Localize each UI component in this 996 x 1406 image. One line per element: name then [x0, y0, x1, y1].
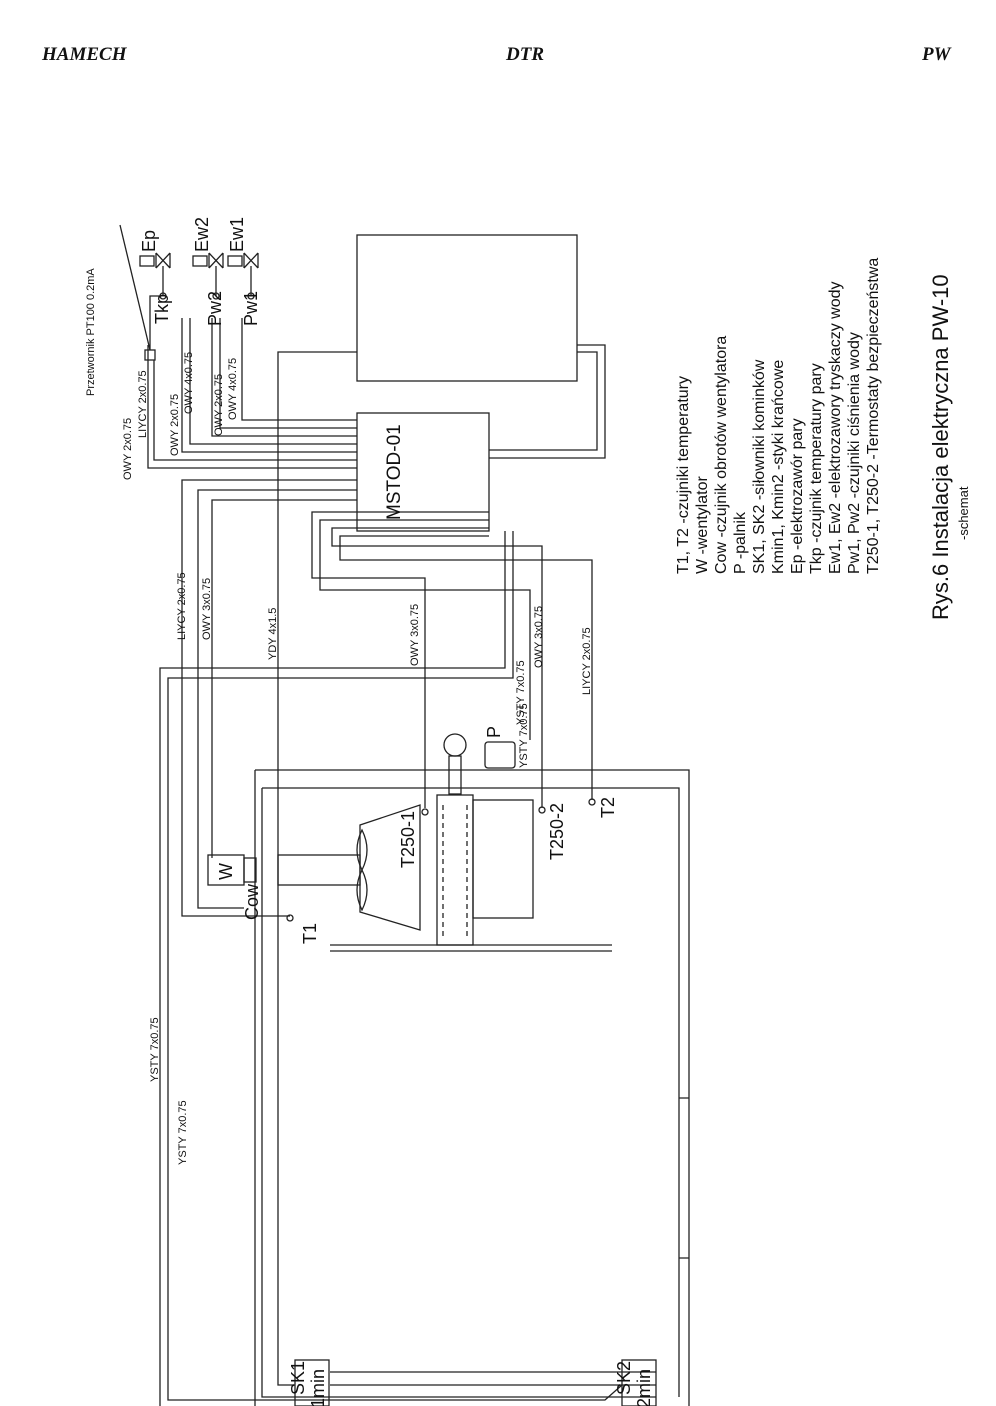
legend-item: T250-1, T250-2 -Termostaty bezpieczeństw… [865, 258, 882, 574]
top-unit-box [356, 234, 578, 382]
sk1-label: SK1 [288, 1361, 308, 1395]
header-center: DTR [506, 44, 544, 65]
transducer-lead [119, 224, 151, 351]
t250-1-label: T250-1 [398, 811, 418, 868]
controller-box [356, 412, 490, 532]
sk1-actuator [294, 1359, 330, 1406]
t250-2-probe [538, 806, 546, 814]
legend-item: W -wentylator [694, 476, 711, 574]
cable-t1 [181, 479, 357, 917]
cable-t250-1 [311, 511, 489, 808]
cable-fan [211, 499, 357, 858]
header-left: HAMECH [42, 44, 127, 65]
cable-label: LIYCY 2x0.75 [176, 572, 188, 640]
ep-label: Ep [139, 230, 159, 252]
tkp-sensor [159, 292, 167, 300]
fan-coupling [243, 857, 257, 883]
burner-module [484, 741, 516, 769]
ep-coil [139, 255, 155, 267]
figure-caption: Rys.6 Instalacja elektryczna PW-10 [928, 274, 953, 620]
cable-label: YSTY 7x0.75 [149, 1017, 161, 1082]
cable-label: YDY 4x1.5 [267, 608, 279, 660]
legend-item: Pw1, Pw2 -czujniki ciśnienia wody [846, 332, 863, 574]
fan-motor [277, 854, 361, 886]
pw1-sensor [247, 292, 255, 300]
chamber-inner [261, 787, 680, 1398]
burner-tube-dashed [442, 805, 468, 938]
legend-item: Cow -czujnik obrotów wentylatora [713, 336, 730, 574]
transducer-label: Przetwornik PT100 0.2mA [85, 268, 97, 396]
burner-p-top [443, 733, 467, 757]
chamber-bottom-strip [330, 1371, 656, 1386]
cable-label: YSTY 7x0.75 [515, 660, 527, 725]
tkp-label: Tkp [152, 294, 172, 324]
sk2-label: SK2 [614, 1361, 634, 1395]
link-controller-topunit [277, 344, 606, 459]
cable-label: YSTY 7x0.75 [518, 703, 530, 768]
legend-item: Kmin1, Kmin2 -styki krańcowe [770, 360, 787, 574]
pw2-sensor [212, 292, 220, 300]
legend-item: Ep -elektrozawór pary [789, 418, 806, 574]
cable-label: OWY 2x0.75 [169, 394, 181, 456]
pw2-label: Pw2 [205, 291, 225, 326]
pw1-label: Pw1 [241, 291, 261, 326]
burner-shelf [330, 944, 612, 952]
cable-label: OWY 2x0.75 [213, 374, 225, 436]
cable-label: LIYCY 2x0.75 [581, 627, 593, 695]
cable-t2 [339, 535, 593, 800]
t1-probe [286, 914, 294, 922]
legend-item: Ew1, Ew2 -elektrozawory tryskaczy wody [827, 281, 844, 574]
k2min-label: K2min [634, 1369, 654, 1406]
pt100-lead [149, 295, 160, 350]
cable-label: OWY 3x0.75 [533, 606, 545, 668]
ew1-coil [227, 255, 243, 267]
chamber-outer [254, 769, 690, 1406]
ew1-label: Ew1 [227, 217, 247, 252]
cable-label: LIYCY 2x0.75 [137, 370, 149, 438]
header-right: PW [922, 44, 951, 65]
t250-2-label: T250-2 [547, 803, 567, 860]
fan-label: W [216, 863, 236, 880]
t2-label: T2 [598, 797, 618, 818]
door-panel [678, 940, 689, 1397]
legend-item: SK1, SK2 -siłowniki kominków [751, 359, 768, 574]
legend-item: P -palnik [732, 511, 749, 574]
burner-fan-blades [356, 828, 368, 912]
k1min-label: K1min [308, 1369, 328, 1406]
ew2-label: Ew2 [192, 217, 212, 252]
cable-power [277, 413, 295, 1386]
ew1-valve [243, 252, 259, 296]
burner-body [472, 799, 534, 919]
figure-subcaption: -schemat [956, 486, 971, 540]
sk2-actuator [621, 1359, 657, 1406]
cable-label: OWY 3x0.75 [409, 604, 421, 666]
t250-1-probe [421, 808, 429, 816]
burner-p-pipe [448, 755, 462, 795]
cable-sk1 [159, 531, 506, 1406]
cable-sk2 [167, 531, 623, 1401]
burner-label: P [484, 726, 504, 738]
legend: T1, T2 -czujniki temperatury W -wentylat… [675, 258, 882, 574]
cable-label: OWY 2x0.75 [122, 418, 134, 480]
cable-burner [319, 519, 531, 740]
cable-label: OWY 4x0.75 [183, 352, 195, 414]
t2-probe [588, 798, 596, 806]
t1-label: T1 [300, 923, 320, 944]
ep-valve [155, 252, 171, 296]
cable-label: YSTY 7x0.75 [177, 1100, 189, 1165]
ew2-valve [208, 252, 224, 296]
cow-label: Cow [242, 883, 262, 920]
cable-label: OWY 3x0.75 [201, 578, 213, 640]
legend-item: T1, T2 -czujniki temperatury [675, 376, 692, 574]
legend-item: Tkp -czujnik temperatury pary [808, 363, 825, 574]
cable-label: OWY 4x0.75 [227, 358, 239, 420]
transducer-box [144, 349, 156, 361]
controller-label: MSTOD-01 [384, 424, 405, 520]
cable-t250-2 [331, 527, 543, 808]
ew2-coil [192, 255, 208, 267]
cable-bundle-valves [147, 318, 357, 469]
